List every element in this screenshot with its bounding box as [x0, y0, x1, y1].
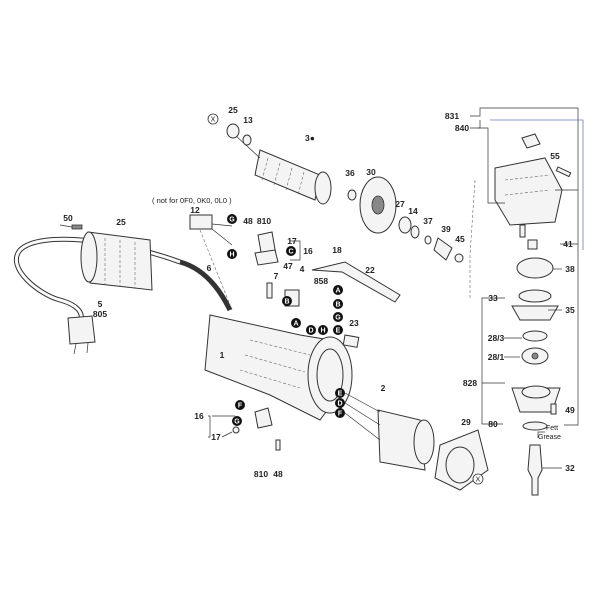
- svg-text:F: F: [238, 403, 243, 410]
- part-label: 14: [408, 206, 418, 216]
- svg-text:G: G: [335, 315, 341, 322]
- part-label: 810: [254, 469, 268, 479]
- part-label: 13: [243, 115, 253, 125]
- part-label: 810: [257, 216, 271, 226]
- part-label: 2: [381, 383, 386, 393]
- part-label: 6: [207, 263, 212, 273]
- svg-text:H: H: [229, 252, 234, 259]
- part-label: 45: [455, 234, 465, 244]
- part-label: 27: [395, 199, 405, 209]
- gear-head-parts: [494, 133, 572, 496]
- svg-text:G: G: [229, 217, 235, 224]
- armature-part: [226, 123, 332, 205]
- svg-text:E: E: [338, 391, 343, 398]
- part-label: 50: [63, 213, 73, 223]
- svg-text:D: D: [337, 401, 342, 408]
- part-label: 29: [461, 417, 471, 427]
- svg-text:X: X: [211, 117, 216, 124]
- connector-G: G: [232, 416, 242, 426]
- svg-text:B: B: [284, 299, 289, 306]
- part-label: 805: [93, 309, 107, 319]
- connector-G: G: [333, 312, 343, 322]
- connector-E: E: [335, 388, 345, 398]
- connector-F: F: [235, 400, 245, 410]
- part-label: 30: [366, 167, 376, 177]
- part-label: 36: [345, 168, 355, 178]
- part-label: 49: [565, 405, 575, 415]
- connector-E: E: [333, 325, 343, 335]
- part-label: 25: [116, 217, 126, 227]
- applicability-note: ( not for 0F0, 0K0, 0L0 ): [152, 196, 232, 205]
- connector-C: C: [286, 246, 296, 256]
- grease-label-fett: Fett: [546, 425, 558, 432]
- part-label: 17: [211, 432, 221, 442]
- svg-text:C: C: [288, 249, 293, 256]
- part-label: 35: [565, 305, 575, 315]
- motor-cover-part: [59, 224, 153, 291]
- svg-text:B: B: [335, 302, 340, 309]
- motor-housing-part: [204, 314, 353, 421]
- grease-label-grease: Grease: [538, 434, 561, 441]
- connector-badges: G H C A B G E H D A B E D F F G: [227, 214, 345, 426]
- svg-text:A: A: [335, 288, 340, 295]
- part-label: 22: [365, 265, 375, 275]
- svg-text:F: F: [338, 411, 343, 418]
- part-label: 48: [273, 469, 283, 479]
- part-label: 28/3: [488, 333, 505, 343]
- connector-A: A: [291, 318, 301, 328]
- part-label: 28/1: [488, 352, 505, 362]
- x-marker: X: [207, 113, 219, 125]
- part-label: 16: [303, 246, 313, 256]
- connector-H: H: [227, 249, 237, 259]
- part-label: 39: [441, 224, 451, 234]
- svg-text:X: X: [476, 477, 481, 484]
- part-label: 831: [445, 111, 459, 121]
- part-label: 38: [565, 264, 575, 274]
- part-label: 47: [283, 261, 293, 271]
- connector-A: A: [333, 285, 343, 295]
- group-brackets: [208, 240, 301, 438]
- connector-G: G: [227, 214, 237, 224]
- assembly-brackets: [469, 107, 584, 469]
- svg-text:G: G: [234, 419, 240, 426]
- part-label: 16: [194, 411, 204, 421]
- part-label: 828: [463, 378, 477, 388]
- part-label: 33: [488, 293, 498, 303]
- part-label: 840: [455, 123, 469, 133]
- connector-B: B: [282, 296, 292, 306]
- part-label: 3●: [305, 133, 315, 143]
- stator-part: [344, 392, 435, 471]
- svg-text:A: A: [293, 321, 298, 328]
- part-label: 41: [563, 239, 573, 249]
- svg-text:H: H: [320, 328, 325, 335]
- fan-part: [347, 176, 464, 263]
- part-label: 48: [243, 216, 253, 226]
- part-label: 7: [274, 271, 279, 281]
- part-label: 5: [98, 299, 103, 309]
- part-label: 55: [550, 151, 560, 161]
- part-label: 25: [228, 105, 238, 115]
- part-label: 1: [220, 350, 225, 360]
- part-label: 80: [488, 419, 498, 429]
- svg-text:E: E: [336, 328, 341, 335]
- part-label: 23: [349, 318, 359, 328]
- connector-H: H: [318, 325, 328, 335]
- part-label: 858: [314, 276, 328, 286]
- part-label: 4: [300, 264, 305, 274]
- connector-B: B: [333, 299, 343, 309]
- connector-D: D: [306, 325, 316, 335]
- x-marker: X: [472, 473, 484, 485]
- part-label: 37: [423, 216, 433, 226]
- part-label: 12: [190, 205, 200, 215]
- connector-F: F: [335, 408, 345, 418]
- part-label: 32: [565, 463, 575, 473]
- part-labels: 25 13 3● 30 36 27 14 37 39 45 831 840 55…: [63, 105, 575, 479]
- part-label: 17: [287, 236, 297, 246]
- svg-text:D: D: [308, 328, 313, 335]
- connector-D: D: [335, 398, 345, 408]
- part-label: 18: [332, 245, 342, 255]
